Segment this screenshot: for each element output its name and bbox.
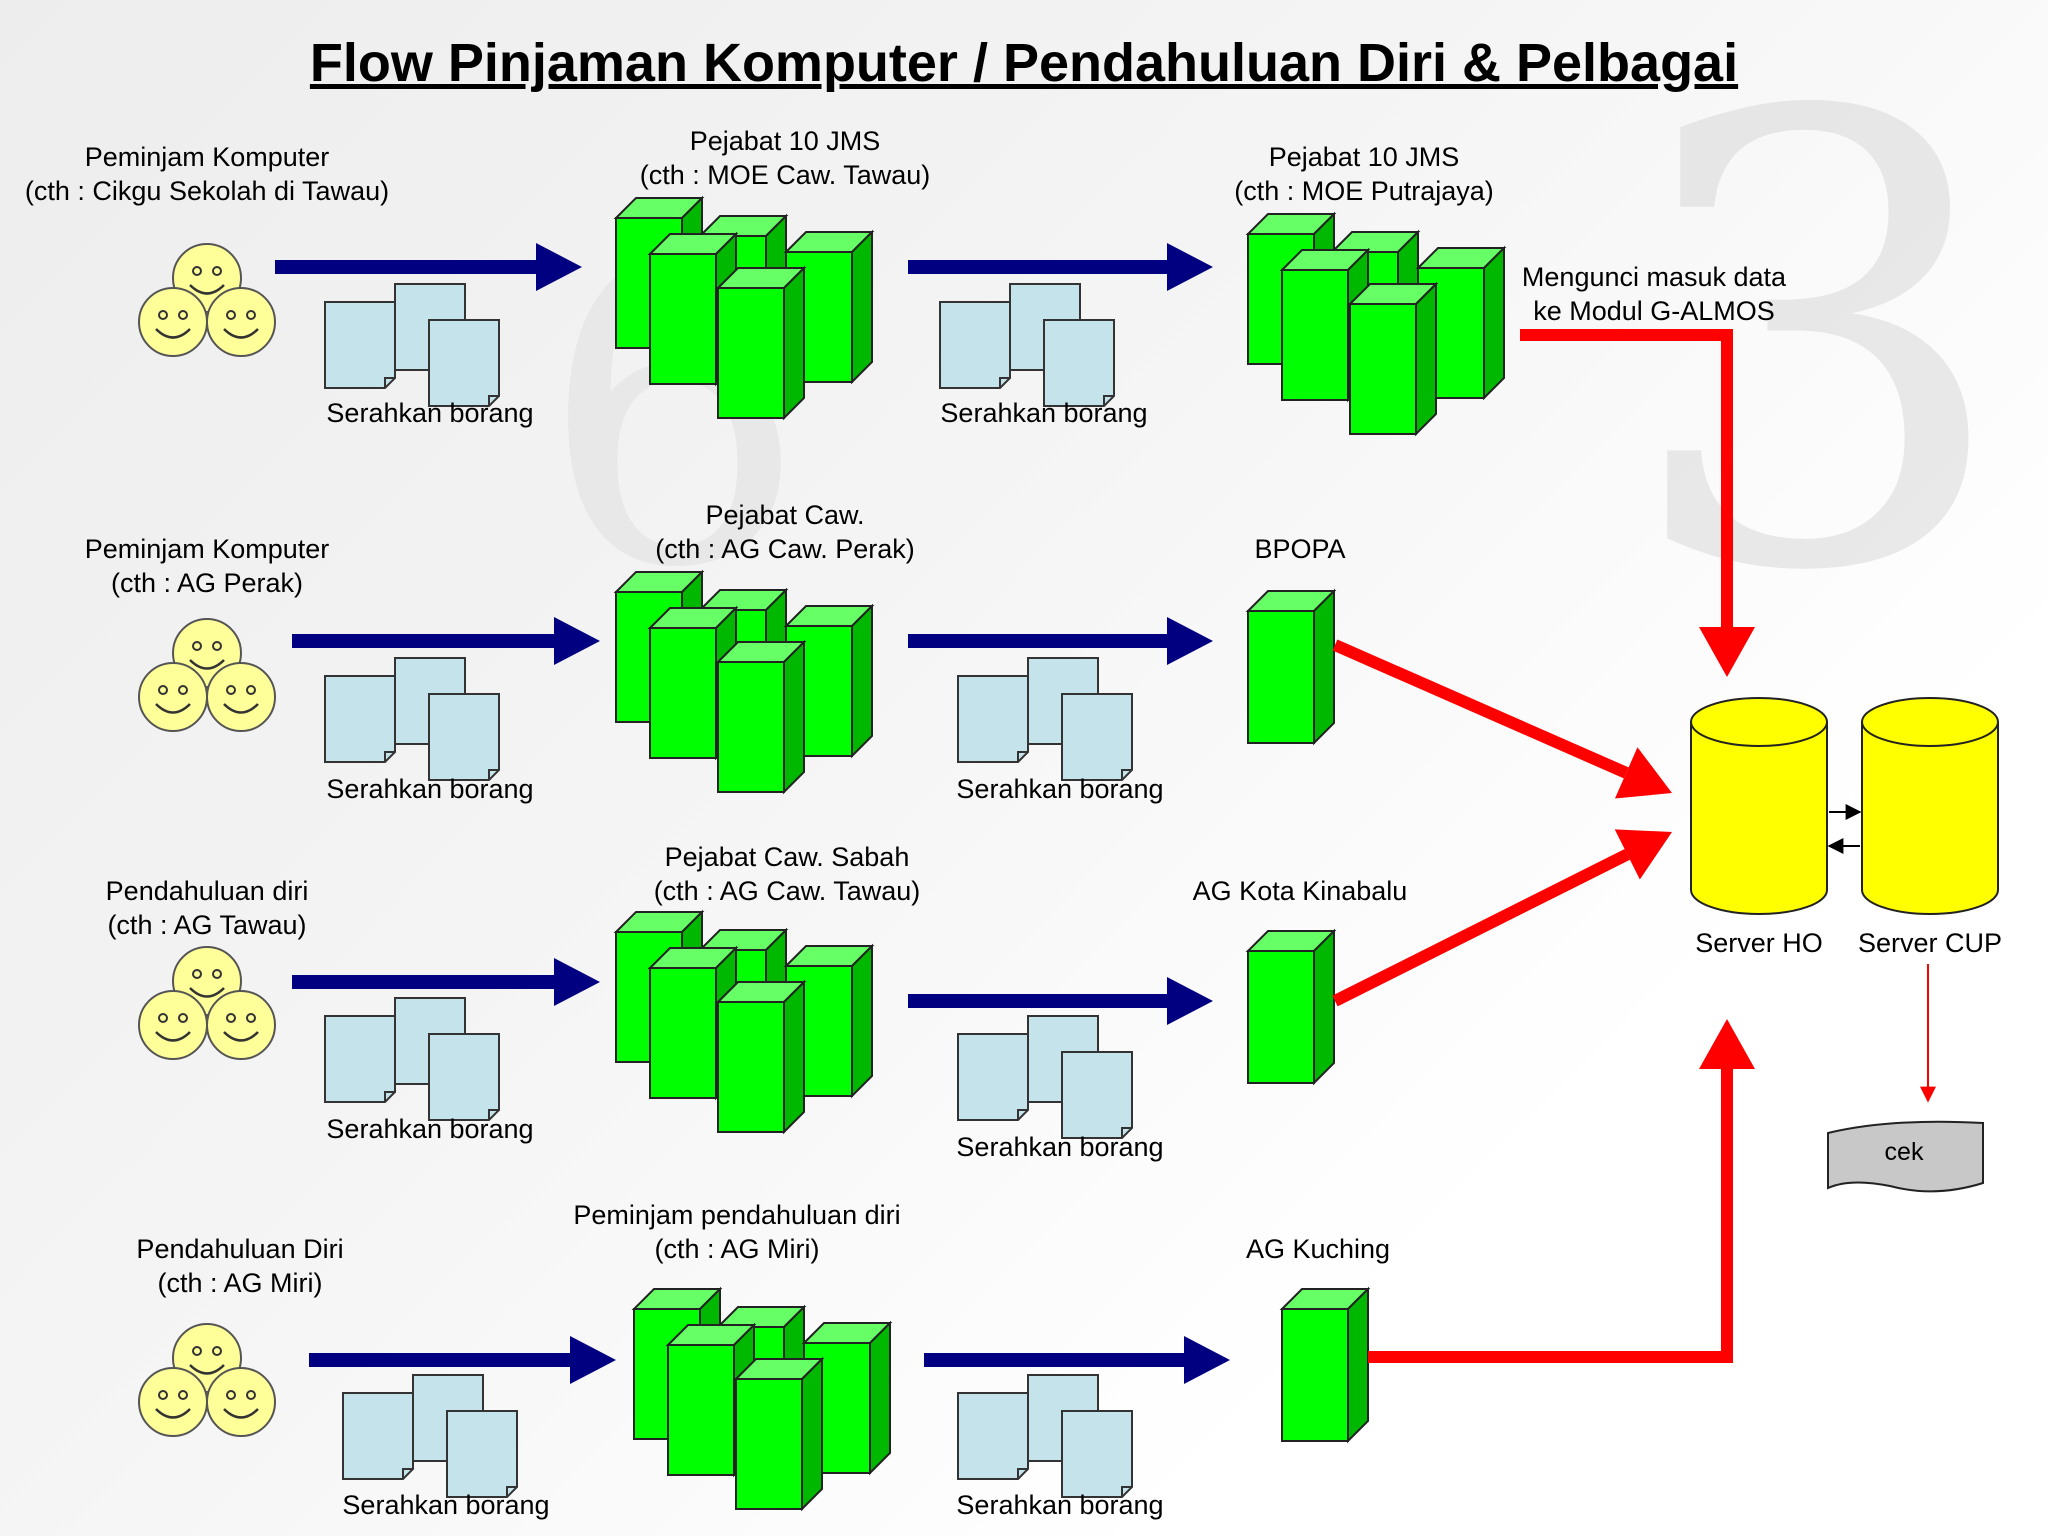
source-name: Pendahuluan Diri [136, 1234, 344, 1264]
office-label: Peminjam pendahuluan diri (cth : AG Miri… [573, 1198, 900, 1266]
target-name: AG Kuching [1245, 1234, 1391, 1264]
form-label: Serahkan borang [956, 774, 1164, 804]
source-name: Pendahuluan diri [105, 876, 309, 906]
source-example: (cth : Cikgu Sekolah di Tawau) [24, 176, 390, 206]
flow-arrow-red-to-server [1332, 829, 1672, 1007]
form-label: Serahkan borang [342, 1490, 550, 1520]
documents-icon [957, 1015, 1133, 1139]
office-buildings-icon [631, 1286, 893, 1512]
office-example: (cth : AG Miri) [654, 1234, 820, 1264]
flow-arrow-red-to-server [1368, 1019, 1755, 1363]
key-in-line-1: Mengunci masuk data [1521, 262, 1787, 292]
office-name: Peminjam pendahuluan diri [573, 1200, 901, 1230]
cheque-icon [1827, 1120, 1984, 1193]
office-buildings-icon [613, 195, 875, 421]
office-label: Pejabat Caw. Sabah (cth : AG Caw. Tawau) [654, 840, 921, 908]
flow-arrow-blue [908, 243, 1213, 291]
target-name: AG Kota Kinabalu [1192, 876, 1408, 906]
target-name: Pejabat 10 JMS [1268, 142, 1460, 172]
flow-arrow-blue [275, 243, 582, 291]
documents-icon [324, 997, 500, 1121]
form-label: Serahkan borang [326, 1114, 534, 1144]
documents-icon [957, 1374, 1133, 1498]
flow-arrow-red-to-server [1332, 639, 1672, 799]
office-name: Pejabat Caw. Sabah [664, 842, 910, 872]
form-label: Serahkan borang [956, 1132, 1164, 1162]
flow-arrow-blue [292, 958, 600, 1006]
form-label: Serahkan borang [956, 1490, 1164, 1520]
database-icon [1690, 697, 1828, 915]
form-label: Serahkan borang [940, 398, 1148, 428]
source-example: (cth : AG Perak) [110, 568, 304, 598]
office-example: (cth : MOE Caw. Tawau) [639, 160, 931, 190]
target-label: AG Kuching [1246, 1232, 1390, 1266]
office-building-icon [1245, 588, 1337, 746]
form-label: Serahkan borang [326, 398, 534, 428]
form-label: Serahkan borang [326, 774, 534, 804]
office-name: Pejabat Caw. [705, 500, 865, 530]
office-buildings-icon [1245, 211, 1507, 437]
target-label: Pejabat 10 JMS (cth : MOE Putrajaya) [1234, 140, 1494, 208]
source-label: Pendahuluan Diri (cth : AG Miri) [136, 1232, 343, 1300]
target-example: (cth : MOE Putrajaya) [1234, 176, 1494, 206]
office-name: Pejabat 10 JMS [689, 126, 881, 156]
documents-icon [957, 657, 1133, 781]
flow-arrow-blue [292, 617, 600, 665]
flow-arrow-blue [924, 1336, 1230, 1384]
page-title: Flow Pinjaman Komputer / Pendahuluan Dir… [309, 33, 1739, 93]
source-name: Peminjam Komputer [84, 142, 330, 172]
documents-icon [324, 283, 500, 407]
target-name: BPOPA [1254, 534, 1346, 564]
flow-arrow-red-to-server [1520, 329, 1755, 677]
office-building-icon [1279, 1286, 1371, 1444]
database-icon [1861, 697, 1999, 915]
source-example: (cth : AG Miri) [157, 1268, 323, 1298]
source-label: Peminjam Komputer (cth : Cikgu Sekolah d… [25, 140, 389, 208]
source-label: Peminjam Komputer (cth : AG Perak) [85, 532, 330, 600]
office-label: Pejabat 10 JMS (cth : MOE Caw. Tawau) [640, 124, 931, 192]
target-label: AG Kota Kinabalu [1193, 874, 1408, 908]
office-example: (cth : AG Caw. Tawau) [653, 876, 921, 906]
source-name: Peminjam Komputer [84, 534, 330, 564]
office-buildings-icon [613, 569, 875, 795]
office-building-icon [1245, 928, 1337, 1086]
documents-icon [939, 283, 1115, 407]
target-label: BPOPA [1254, 532, 1345, 566]
office-label: Pejabat Caw. (cth : AG Caw. Perak) [655, 498, 915, 566]
flow-arrow-blue [908, 977, 1213, 1025]
flow-arrow-blue [309, 1336, 616, 1384]
office-example: (cth : AG Caw. Perak) [655, 534, 915, 564]
key-in-line-2: ke Modul G-ALMOS [1533, 296, 1775, 326]
office-buildings-icon [613, 909, 875, 1135]
background-watermark: 3 [1620, 0, 2014, 707]
source-label: Pendahuluan diri (cth : AG Tawau) [106, 874, 309, 942]
source-example: (cth : AG Tawau) [107, 910, 307, 940]
people-icon [138, 1323, 276, 1437]
people-icon [138, 946, 276, 1060]
flow-arrow-blue [908, 617, 1213, 665]
server-cup-label: Server CUP [1857, 928, 2003, 958]
documents-icon [324, 657, 500, 781]
cheque-label: cek [1884, 1138, 1924, 1166]
documents-icon [342, 1374, 518, 1498]
server-sync-arrows [1827, 804, 1862, 854]
people-icon [138, 243, 276, 357]
people-icon [138, 618, 276, 732]
key-in-note: Mengunci masuk data ke Modul G-ALMOS [1522, 260, 1786, 328]
server-ho-label: Server HO [1695, 928, 1823, 958]
